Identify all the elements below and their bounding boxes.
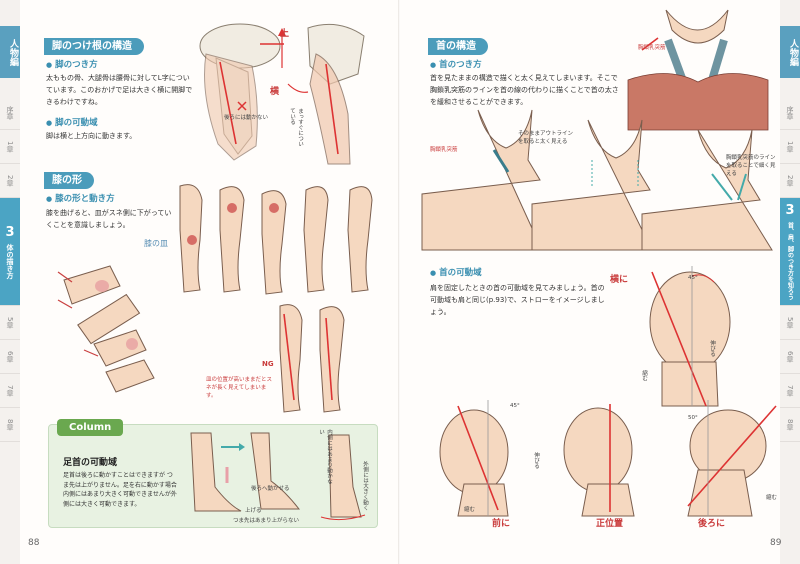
ankle-label-back: 後ろへ動かせる <box>251 486 290 492</box>
column-tag: Column <box>57 419 124 436</box>
rom-text: 肩を固定したときの首の可動域を見てみましょう。首の可動域も肩と同じ(p.93)で… <box>430 284 605 316</box>
tab-ch3-active-r[interactable]: 3 首、肩、脚のつき方を知ろう <box>780 198 800 306</box>
tab-ch6[interactable]: 6章 <box>0 340 20 374</box>
scm-label-left: 胸鎖乳突筋 <box>430 147 458 153</box>
label-stretch-1: 伸びる <box>709 340 715 357</box>
tab-ch2-r[interactable]: 2章 <box>780 164 800 198</box>
label-shrink-1: 縮む <box>641 370 647 381</box>
label-scm-line-thin: 胸鎖乳突筋のラインを取ることで細く見える <box>726 155 776 177</box>
column-title: 足首の可動域 <box>63 458 118 468</box>
head-rom-row <box>439 400 777 517</box>
leg-sub1-title: 脚のつき方 <box>46 58 98 70</box>
page-number-left: 88 <box>28 538 40 548</box>
label-side: 横 <box>270 87 280 97</box>
angle-50: 50° <box>688 415 698 421</box>
head-tilt-side <box>649 266 731 407</box>
neck-sub1-text: 首を見たままの構造で描くと太く見えてしまいます。そこで胸鎖乳突筋のラインを首の線… <box>430 74 619 106</box>
knee-sub1-title: 膝の形と動き方 <box>46 192 115 204</box>
knee-sub1-text: 膝を曲げると、皿がスネ側に下がっていくことを意識しましょう。 <box>46 209 172 229</box>
caption-back: 後ろに <box>698 519 726 529</box>
tab-ch5[interactable]: 5章 <box>0 306 20 340</box>
tab-ch8-r[interactable]: 8章 <box>780 408 800 442</box>
caption-front: 前に <box>492 519 511 529</box>
caption-neutral: 正位置 <box>596 519 624 529</box>
ankle-label-toes: つま先はあまり上がらない <box>233 518 300 524</box>
active-tab-number-r: 3 <box>785 203 795 218</box>
ankle-label-inside: 内側にはあまり動かない <box>318 429 332 484</box>
ng-badge: NG <box>262 360 274 368</box>
hip-bone-illustration <box>199 23 365 165</box>
active-tab-label: 体の描き方 <box>6 243 14 279</box>
right-page: 人物編 序章 1章 2章 3 首、肩、脚のつき方を知ろう 5章 6章 7章 8章… <box>400 0 800 564</box>
ng-legs <box>279 304 345 413</box>
section-leg-title: 脚のつけ根の構造 <box>44 38 144 55</box>
neck-sub1-title: 首のつき方 <box>430 58 482 70</box>
right-side-tabs: 人物編 序章 1章 2章 3 首、肩、脚のつき方を知ろう 5章 6章 7章 8章 <box>780 0 800 564</box>
tab-ch7-r[interactable]: 7章 <box>780 374 800 408</box>
label-shrink-2: 縮む <box>464 507 476 513</box>
angle-45-left: 45° <box>510 403 520 409</box>
side-tab-header: 人物編 <box>0 26 20 78</box>
label-straight: まっすぐについている <box>289 108 303 147</box>
ankle-label-outside: 外側には大きく動く <box>362 461 368 511</box>
side-tab-header-right: 人物編 <box>780 26 800 78</box>
rom-sub-title: 首の可動域 <box>430 266 482 278</box>
section-knee-title: 膝の形 <box>44 172 94 189</box>
left-page: 人物編 序章 1章 2章 3 体の描き方 5章 6章 7章 8章 脚のつけ根の構… <box>0 0 400 564</box>
tab-preface-r[interactable]: 序章 <box>780 96 800 130</box>
page-number-right: 89 <box>770 538 782 548</box>
label-back: 後ろには動かない <box>224 115 269 121</box>
tab-ch6-r[interactable]: 6章 <box>780 340 800 374</box>
tab-ch1-r[interactable]: 1章 <box>780 130 800 164</box>
active-tab-label-r: 首、肩、脚のつき方を知ろう <box>786 222 794 300</box>
label-kneecap: 膝の皿 <box>144 239 168 248</box>
active-tab-number: 3 <box>5 224 15 240</box>
left-side-tabs: 人物編 序章 1章 2章 3 体の描き方 5章 6章 7章 8章 <box>0 0 20 564</box>
tab-preface[interactable]: 序章 <box>0 96 20 130</box>
legs-row <box>179 184 373 295</box>
section-neck-title: 首の構造 <box>428 38 488 55</box>
ng-caption: 皿の位置が高いままだとスネが長く見えてしまいます。 <box>206 377 273 399</box>
ankle-illustration <box>190 432 366 521</box>
leg-sub1-text: 太ももの骨、大腿骨は腰骨に対してL字についています。このおかげで足は大きく横に開… <box>46 74 193 106</box>
tab-ch2[interactable]: 2章 <box>0 164 20 198</box>
neck-muscle-illustration <box>627 9 769 131</box>
leg-sub2-text: 脚は横と上方向に動きます。 <box>46 132 137 140</box>
label-outline-thick: そのままアウトラインを取ると太く見える <box>518 131 574 145</box>
column-box: Column 足首の可動域 足首は後ろに動かすことはできますが つま先は上がりま… <box>48 419 378 528</box>
neck-comparison-row <box>421 109 773 251</box>
ankle-label-up: 上げる <box>245 508 262 514</box>
tab-ch3-active[interactable]: 3 体の描き方 <box>0 198 20 306</box>
tab-ch5-r[interactable]: 5章 <box>780 306 800 340</box>
label-stretch-2: 伸びる <box>533 452 539 469</box>
tab-ch8[interactable]: 8章 <box>0 408 20 442</box>
tab-ch7[interactable]: 7章 <box>0 374 20 408</box>
label-side-tilt: 横に <box>610 275 629 285</box>
angle-45-top: 45° <box>688 275 698 281</box>
scm-label-top: 胸鎖乳突筋 <box>638 45 666 51</box>
knee-bend-sequence <box>57 265 155 393</box>
leg-sub2-title: 脚の可動域 <box>46 116 98 128</box>
label-shrink-3: 縮む <box>766 495 778 501</box>
column-text: 足首は後ろに動かすことはできますが つま先は上がりません。足を右に動かす場合内側… <box>63 472 177 508</box>
tab-ch1[interactable]: 1章 <box>0 130 20 164</box>
label-up: 上 <box>280 29 290 39</box>
